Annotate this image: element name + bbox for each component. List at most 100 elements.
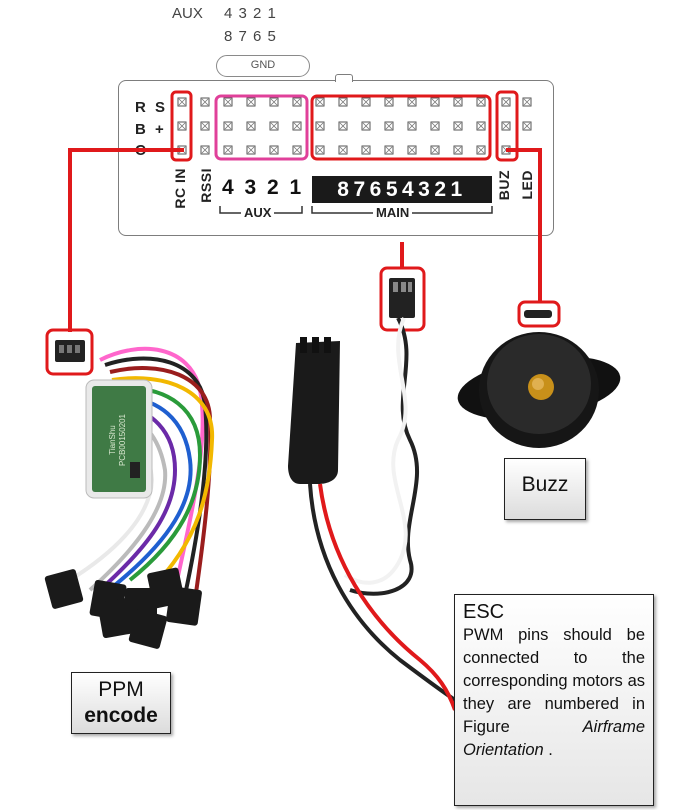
ppm-board-text1: TianShu [108,425,117,455]
main-digits: 87654321 [312,176,492,203]
gnd-label: GND [216,55,310,77]
ppm-label-line2: encode [84,704,158,727]
header-pin-mark [431,122,439,130]
aux-top-numbers: 4 3 2 1 [224,5,276,22]
header-pin-mark [431,98,439,106]
row-label-r: R [135,99,146,116]
header-pin [361,121,371,131]
header-pin-mark [293,122,301,130]
header-pin [476,145,486,155]
header-pin-mark [477,122,485,130]
header-pin-mark [454,122,462,130]
header-pin-mark [502,98,510,106]
buzz-connector-highlight [517,300,561,328]
header-pin-mark [270,146,278,154]
header-pin [384,121,394,131]
header-pin [338,145,348,155]
buzz-label-box: Buzz [504,458,586,520]
header-pin-mark [431,146,439,154]
header-pin-mark [454,98,462,106]
header-pin [177,121,187,131]
header-pin [361,97,371,107]
header-pin [522,97,532,107]
header-pin [522,121,532,131]
header-pin [430,145,440,155]
header-pin-mark [201,122,209,130]
esc-power-wires [308,483,457,711]
pin-header-grid [177,97,532,155]
main-group-label: MAIN [373,205,413,220]
buz-wire [506,148,542,302]
header-pin-mark [201,146,209,154]
ppm-board-text2: PCB00150201 [118,413,127,466]
header-pin-mark [178,122,186,130]
header-pin [223,121,233,131]
header-pin-mark [339,146,347,154]
esc-title: ESC [463,601,505,623]
header-pin [338,121,348,131]
header-pin-mark [247,122,255,130]
header-pin-mark [408,122,416,130]
header-pin [315,97,325,107]
header-pin-mark [201,98,209,106]
header-pin [476,121,486,131]
header-pin-mark [523,98,531,106]
header-pin [384,145,394,155]
ppm-label-line1: PPM [98,678,144,701]
header-pin-mark [270,98,278,106]
header-pin [292,145,302,155]
header-pin-mark [247,98,255,106]
ppm-encoder-board: TianShu PCB00150201 [85,379,153,499]
header-pin [338,97,348,107]
header-pin-mark [477,146,485,154]
header-pin [315,145,325,155]
ppm-label-box: PPM encode [71,672,171,734]
aux-digits: 4 3 2 1 [222,176,303,199]
header-pin-mark [385,98,393,106]
esc-description: PWM pins should be connected to the corr… [463,624,645,762]
main-highlight [310,94,492,161]
header-pin-mark [362,146,370,154]
esc-description-box: ESC PWM pins should be connected to the … [454,594,654,806]
header-pin-mark [339,98,347,106]
row-label-s: S [155,99,166,116]
header-pin [246,145,256,155]
header-pin [246,121,256,131]
header-pin-mark [408,146,416,154]
aux-highlight [214,94,309,161]
header-pin [292,97,302,107]
header-pin-mark [477,98,485,106]
row-label-b: B [135,121,146,138]
header-pin-mark [385,146,393,154]
header-pin-mark [270,122,278,130]
header-pin [200,145,210,155]
header-pin [269,145,279,155]
header-pin [292,121,302,131]
header-pin-mark [293,98,301,106]
header-pin [269,121,279,131]
header-pin-mark [502,122,510,130]
header-pin [501,97,511,107]
header-pin-mark [247,146,255,154]
header-pin-mark [293,146,301,154]
header-pin-mark [178,98,186,106]
header-pin [200,121,210,131]
header-pin-mark [316,98,324,106]
buzz-label: Buzz [521,473,569,496]
header-pin-mark [454,146,462,154]
header-pin [223,145,233,155]
header-pin [453,145,463,155]
buz-highlight [495,90,519,162]
aux-bottom-numbers: 8 7 6 5 [224,28,276,45]
header-pin [384,97,394,107]
buzzer-icon [457,310,621,448]
header-pin [407,121,417,131]
header-pin [407,145,417,155]
header-pin [407,97,417,107]
header-pin [246,97,256,107]
header-pin-mark [316,146,324,154]
header-pin [177,97,187,107]
header-pin-mark [408,98,416,106]
rc-in-highlight [170,90,193,162]
ppm-connector-highlight [45,328,94,376]
